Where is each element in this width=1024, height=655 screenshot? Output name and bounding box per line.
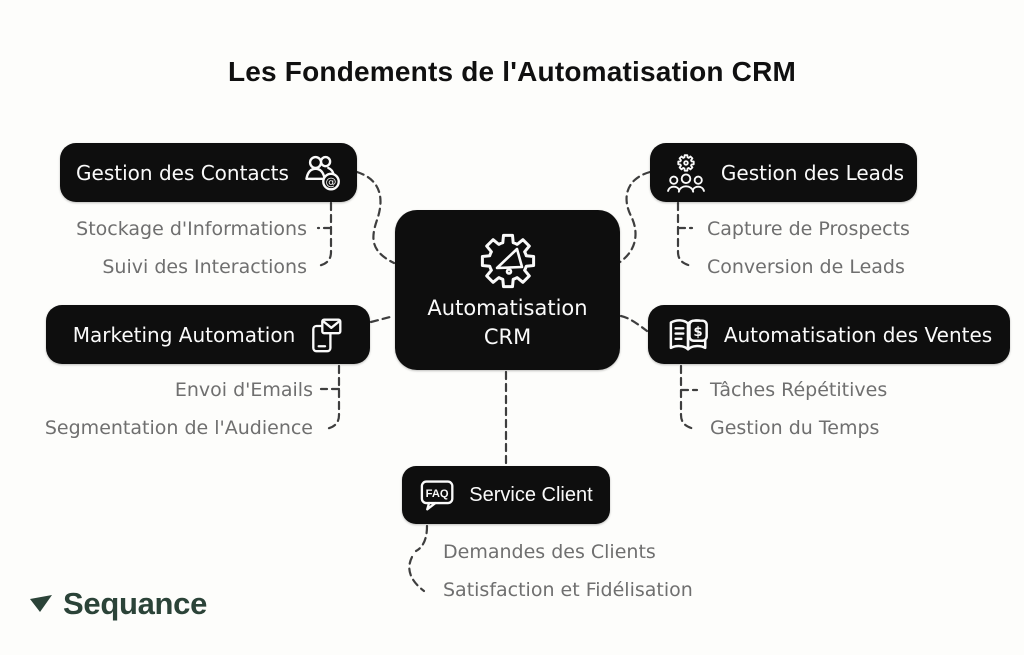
subitem-segmentation: Segmentation de l'Audience xyxy=(44,417,313,439)
connector-contacts-center xyxy=(355,170,396,265)
center-label-line2: CRM xyxy=(483,325,532,349)
page-title: Les Fondements de l'Automatisation CRM xyxy=(227,56,797,87)
bracket-service xyxy=(408,524,429,593)
sequance-logo: Sequance xyxy=(30,586,207,622)
svg-text:$: $ xyxy=(693,324,702,339)
logo-arrow-icon xyxy=(30,595,52,612)
phone-mail-icon xyxy=(312,318,342,352)
node-marketing-automation: Marketing Automation xyxy=(46,305,370,364)
bracket-marketing xyxy=(319,364,341,431)
svg-text:@: @ xyxy=(326,176,337,189)
contacts-at-icon: @ xyxy=(305,155,340,191)
node-gestion-des-leads: Gestion des Leads xyxy=(650,143,917,202)
bracket-ventes xyxy=(679,364,699,431)
gear-people-icon xyxy=(667,153,705,193)
connector-center-ventes xyxy=(619,314,649,333)
bracket-leads xyxy=(676,201,695,268)
node-automatisation-crm: Automatisation CRM xyxy=(395,210,620,370)
node-service-client: FAQ Service Client xyxy=(402,466,610,524)
svg-text:FAQ: FAQ xyxy=(426,488,449,500)
subitem-stockage: Stockage d'Informations xyxy=(76,218,307,240)
subitem-envoi: Envoi d'Emails xyxy=(174,379,313,401)
service-subitems: Demandes des Clients Satisfaction et Fid… xyxy=(443,533,693,609)
node-label: Gestion des Contacts xyxy=(76,160,289,185)
subitem-capture: Capture de Prospects xyxy=(707,218,910,240)
book-dollar-icon: $ xyxy=(669,318,708,351)
center-label-line1: Automatisation xyxy=(427,296,588,320)
node-automatisation-des-ventes: $ Automatisation des Ventes xyxy=(648,305,1010,364)
subitem-suivi: Suivi des Interactions xyxy=(102,256,307,278)
node-label: Service Client xyxy=(469,483,593,506)
ventes-subitems: Tâches Répétitives Gestion du Temps xyxy=(710,371,887,447)
contacts-subitems: Stockage d'Informations Suivi des Intera… xyxy=(0,210,307,286)
logo-text: Sequance xyxy=(63,586,208,621)
subitem-demandes: Demandes des Clients xyxy=(443,541,656,563)
connector-leads-center xyxy=(618,170,652,264)
node-label: Marketing Automation xyxy=(72,322,296,347)
bracket-contacts xyxy=(315,201,333,268)
faq-bubble-icon: FAQ xyxy=(421,480,454,511)
subitem-temps: Gestion du Temps xyxy=(710,417,880,439)
leads-subitems: Capture de Prospects Conversion de Leads xyxy=(707,210,910,286)
gear-megaphone-icon xyxy=(480,233,535,289)
subitem-satisfaction: Satisfaction et Fidélisation xyxy=(443,579,693,601)
marketing-subitems: Envoi d'Emails Segmentation de l'Audienc… xyxy=(0,371,313,447)
connector-marketing-center xyxy=(369,314,396,324)
subitem-conversion: Conversion de Leads xyxy=(707,256,905,278)
subitem-taches: Tâches Répétitives xyxy=(710,379,888,401)
node-gestion-des-contacts: Gestion des Contacts @ xyxy=(60,143,357,202)
node-label: Automatisation des Ventes xyxy=(723,322,993,347)
node-label: Gestion des Leads xyxy=(720,160,905,185)
